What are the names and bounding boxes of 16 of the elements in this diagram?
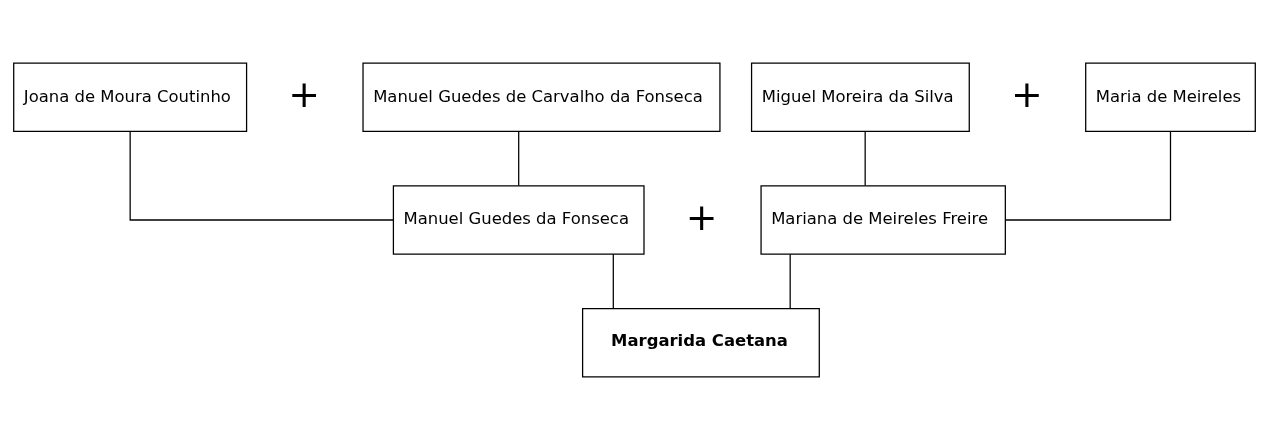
node-box: Manuel Guedes da Fonseca	[392, 184, 645, 255]
node-box: Maria de Meireles	[1085, 61, 1256, 132]
connector	[864, 130, 866, 186]
connector	[789, 253, 791, 309]
connector	[612, 253, 614, 309]
connector	[129, 130, 394, 221]
label: +	[288, 71, 321, 116]
node-box: Miguel Moreira da Silva	[750, 61, 970, 132]
node-box: Joana de Moura Coutinho	[13, 61, 248, 132]
connector	[518, 130, 520, 186]
label: +	[1011, 71, 1043, 116]
node-box: Margarida Caetana	[581, 307, 820, 378]
node-box: Mariana de Meireles Freire	[760, 184, 1006, 255]
connector	[1004, 130, 1172, 221]
node-box: Manuel Guedes de Carvalho da Fonseca	[362, 61, 721, 132]
label: +	[685, 193, 718, 238]
